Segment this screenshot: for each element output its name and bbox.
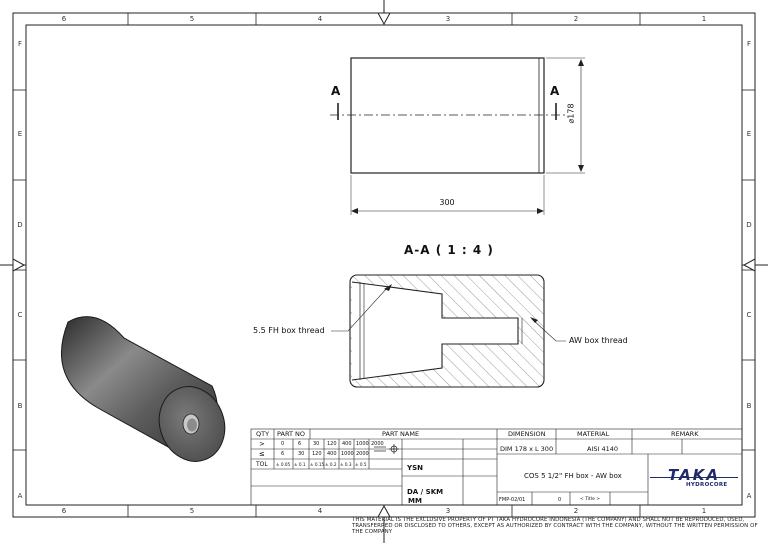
tol-row2-cell: 2000: [356, 451, 369, 457]
company-logo: TAKA HYDROCORE: [650, 463, 740, 493]
zone-row-a: A: [17, 492, 23, 500]
zone-col-2: 2: [573, 15, 579, 23]
header-remark: REMARK: [671, 430, 699, 438]
callout-left: 5.5 FH box thread: [253, 326, 325, 335]
tol-row3-cell: ± 0.3: [340, 462, 352, 467]
isometric-view: [61, 316, 226, 462]
tol-row2-label: ≤: [259, 450, 265, 458]
zone-row-d: D: [17, 221, 23, 229]
tol-row2-cell: 400: [327, 451, 337, 457]
drawing-number: FMP-02/01: [499, 497, 526, 503]
revision: < Title >: [580, 497, 601, 502]
legal-notice: THIS MATERIAL IS THE EXCLUSIVE PROPERTY …: [352, 517, 758, 535]
header-material: MATERIAL: [577, 430, 610, 438]
tol-row1-cell: 30: [313, 441, 320, 447]
tol-row1-cell: 0: [281, 441, 285, 447]
tol-row3-cell: ± 0.15: [310, 462, 325, 467]
tol-row3-label: TOL: [256, 461, 268, 468]
tol-row1-label: >: [259, 440, 265, 448]
dimension-value: DIM 178 x L 300: [500, 445, 554, 453]
zone-row-c-right: C: [746, 311, 752, 319]
tol-row2-cell: 120: [312, 451, 322, 457]
tol-row1-cell: 1000: [356, 441, 369, 447]
tol-row1-cell: 6: [298, 441, 302, 447]
zone-col-3-bottom: 3: [445, 507, 451, 515]
tol-row1-cell: 120: [327, 441, 337, 447]
zone-col-5-bottom: 5: [189, 507, 195, 515]
zone-col-5: 5: [189, 15, 195, 23]
header-part-name: PART NAME: [382, 430, 420, 438]
zone-col-6-bottom: 6: [61, 507, 67, 515]
tol-row3-cell: ± 0.2: [325, 462, 337, 467]
zone-col-2-bottom: 2: [573, 507, 579, 515]
zone-col-1-bottom: 1: [701, 507, 707, 515]
zone-row-b: B: [17, 402, 23, 410]
logo-text: TAKA: [668, 466, 720, 484]
sheet-number: 0: [558, 497, 562, 503]
zone-row-f-right: F: [746, 40, 752, 48]
material-value: AISI 4140: [587, 445, 619, 453]
tol-row1-cell: 400: [342, 441, 352, 447]
logo-subtext: HYDROCORE: [686, 482, 728, 488]
section-marker-left: A: [331, 84, 341, 98]
tol-row3-cell: ± 0.05: [276, 462, 291, 467]
zone-row-a-right: A: [746, 492, 752, 500]
tol-row3-cell: ± 0.1: [294, 462, 306, 467]
zone-col-6: 6: [61, 15, 67, 23]
tol-row1-cell: 2000: [371, 441, 384, 447]
zone-row-e-right: E: [746, 130, 752, 138]
zone-row-b-right: B: [746, 402, 752, 410]
zone-col-4: 4: [317, 15, 323, 23]
zone-row-e: E: [17, 130, 23, 138]
zone-col-4-bottom: 4: [317, 507, 323, 515]
zone-row-d-right: D: [746, 221, 752, 229]
part-description: COS 5 1/2" FH box - AW box: [524, 472, 622, 480]
tol-row3-cell: ± 0.5: [355, 462, 367, 467]
callout-right: AW box thread: [569, 336, 628, 345]
zone-col-3: 3: [445, 15, 451, 23]
zone-row-c: C: [17, 311, 23, 319]
drawn-by: YSN: [407, 464, 423, 472]
section-title: A-A ( 1 : 4 ): [404, 243, 494, 257]
tol-row2-cell: 6: [281, 451, 285, 457]
checked-by: DA / SKM: [407, 488, 444, 496]
units: MM: [408, 497, 422, 505]
section-marker-right: A: [550, 84, 560, 98]
tol-row2-cell: 1000: [341, 451, 354, 457]
length-dimension: 300: [439, 198, 455, 207]
tol-row2-cell: 30: [298, 451, 305, 457]
zone-row-f: F: [17, 40, 23, 48]
header-dimension: DIMENSION: [508, 430, 546, 438]
header-part-no: PART NO: [277, 430, 306, 438]
header-qty: QTY: [256, 430, 270, 438]
zone-col-1: 1: [701, 15, 707, 23]
